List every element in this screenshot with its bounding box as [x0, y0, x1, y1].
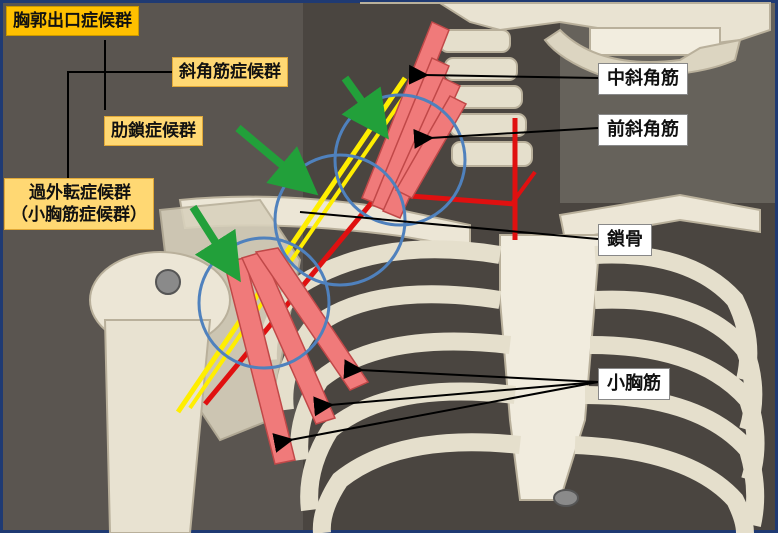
pectoralis-minor-label: 小胸筋: [598, 368, 670, 400]
pectoralis-minor-pointer: [313, 381, 599, 417]
cervical-vertebra: [451, 141, 533, 167]
clavicle-label: 鎖骨: [598, 224, 652, 256]
rib: [258, 240, 502, 361]
rib: [574, 436, 754, 533]
clavicle-pointer: [299, 211, 599, 240]
cervical-vertebra: [439, 29, 511, 53]
green-arrow: [235, 124, 319, 196]
green-arrow: [341, 75, 389, 140]
humerus-shaft: [103, 319, 212, 533]
scalene-compression-circle: [333, 93, 467, 227]
costoclavicular-syndrome-label: 肋鎖症候群: [104, 116, 203, 146]
pectoralis-minor-muscle: [240, 251, 337, 425]
pectoralis-minor-pointer: [343, 359, 599, 383]
pectoralis-compression-circle: [197, 236, 331, 370]
anterior-scalene-pointer: [413, 127, 599, 149]
red-guide-line: [409, 193, 516, 207]
middle-scalene-label: 中斜角筋: [598, 63, 688, 95]
rib: [312, 433, 521, 533]
costoclavicular-compression-circle: [273, 153, 407, 287]
pectoralis-minor-muscle: [254, 247, 370, 391]
middle-scalene-pointer: [408, 64, 599, 85]
anterior-scalene-label: 前斜角筋: [598, 114, 688, 146]
rib: [300, 382, 517, 512]
shoulder-joint-screw: [155, 269, 181, 295]
green-arrow: [189, 204, 241, 283]
sternum-bolt: [553, 489, 579, 507]
title-label: 胸郭出口症候群: [6, 6, 139, 36]
scalene-syndrome-label: 斜角筋症候群: [172, 57, 288, 87]
pectoralis-minor-pointer: [272, 381, 599, 453]
hyperabduction-label-line2: （小胸筋症候群）: [11, 205, 147, 225]
hyperabduction-label-line1: 過外転症候群: [29, 183, 131, 203]
title-bracket: [67, 71, 175, 178]
hyperabduction-syndrome-label: 過外転症候群 （小胸筋症候群）: [4, 178, 154, 230]
rib: [290, 332, 512, 462]
red-guide-line: [511, 170, 537, 204]
mandible: [543, 28, 742, 77]
